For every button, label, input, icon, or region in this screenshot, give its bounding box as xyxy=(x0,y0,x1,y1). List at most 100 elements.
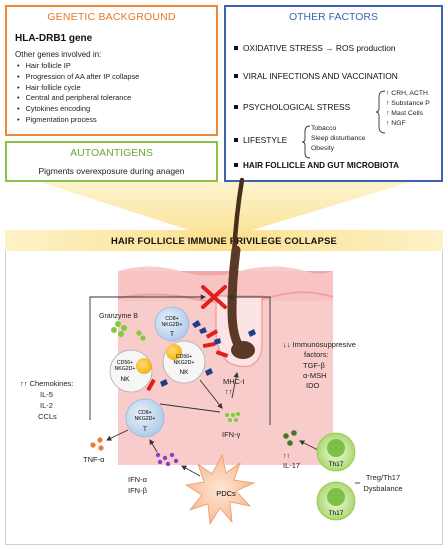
microbiota-row: HAIR FOLLICLE AND GUT MICROBIOTA xyxy=(234,161,399,170)
autoantigens-box: AUTOANTIGENS Pigments overexposure durin… xyxy=(5,141,218,182)
il17-granules-icon xyxy=(283,430,297,446)
chemokine-item: IL-2 xyxy=(40,401,53,410)
svg-text:CD8+: CD8+ xyxy=(165,316,178,322)
il17-frame-line xyxy=(226,294,271,425)
svg-text:PDCs: PDCs xyxy=(216,489,236,498)
genetic-list-item: Progression of AA after IP collapse xyxy=(17,72,140,83)
other-factors-box: OTHER FACTORS OXIDATIVE STRESS → ROS pro… xyxy=(224,5,443,182)
genetic-list-item: Pigmentation process xyxy=(17,115,139,126)
tcell-to-ifn-line xyxy=(159,403,221,413)
pdc-cell: PDCs xyxy=(184,453,256,526)
autoantigens-text: Pigments overexposure during anagen xyxy=(38,166,185,176)
il17-label: IL-17 xyxy=(283,461,300,470)
bullet-square-icon xyxy=(234,105,238,109)
ifn-to-tcell-arrow xyxy=(149,439,158,453)
viral-infections-row: VIRAL INFECTIONS AND VACCINATION xyxy=(234,71,398,81)
psychological-stress-row: PSYCHOLOGICAL STRESS xyxy=(234,102,350,112)
hair-shaft xyxy=(231,177,245,258)
cd56-nk-cell-right: CD56+ NKG2D+ NK xyxy=(162,340,206,384)
th17-cell-top: Th17 xyxy=(316,432,356,472)
bullet-square-icon xyxy=(234,163,238,167)
th17-cell-bottom: Th17 xyxy=(316,481,356,521)
oxidative-stress-label: OXIDATIVE STRESS xyxy=(243,43,323,53)
lifestyle-label: LIFESTYLE xyxy=(243,135,288,145)
pathogenesis-frame xyxy=(5,251,443,545)
svg-text:NKG2D+: NKG2D+ xyxy=(135,416,156,422)
bullet-square-icon xyxy=(234,74,238,78)
psych-brace-icon xyxy=(376,90,386,134)
cd8-t-cell-top: CD8+ NKG2D+ T xyxy=(154,306,190,342)
svg-text:CD56+: CD56+ xyxy=(176,354,192,360)
genetic-list-item: Central and peripheral tolerance xyxy=(17,93,139,104)
chemokine-frame-line xyxy=(89,294,207,420)
immune-privilege-collapse-banner: HAIR FOLLICLE IMMUNE PRIVILEGE COLLAPSE xyxy=(5,230,443,251)
hair-bulb xyxy=(231,341,255,359)
other-factors-title: OTHER FACTORS xyxy=(288,11,379,23)
ifn-gamma-label: IFN-γ xyxy=(222,430,241,439)
treg-th17-label: Treg/Th17 xyxy=(366,473,400,482)
nk-to-ifn-arrow xyxy=(199,379,223,409)
immunosuppressive-item: IDO xyxy=(306,381,320,390)
ifn-beta-label: IFN-β xyxy=(128,486,148,495)
il17-arrows: ↑↑ xyxy=(283,453,290,460)
tnf-alpha-granules-icon xyxy=(90,437,104,451)
ifn-gamma-granules-icon xyxy=(225,412,240,422)
hair-in-follicle xyxy=(227,245,245,353)
mhc-i-label: MHC-I xyxy=(223,377,245,386)
cd56-nk-cell-left: CD56+ NKG2D+ NK xyxy=(109,349,153,393)
svg-text:T: T xyxy=(143,426,147,433)
immunosuppressive-title: ↓↓ Immunosuppresive xyxy=(283,340,356,349)
svg-text:T: T xyxy=(170,331,174,338)
bullet-square-icon xyxy=(234,46,238,50)
mhc-i-arrows: ↑↑ xyxy=(225,387,233,396)
lifestyle-item: Sleep disturbance xyxy=(311,135,366,142)
chemokines-title: ↑↑ Chemokines: xyxy=(20,379,73,388)
immunosuppressive-title-2: factors: xyxy=(304,350,329,359)
svg-text:NK: NK xyxy=(120,376,130,383)
ifn-alpha-beta-granules-icon xyxy=(155,452,179,467)
autoantigens-title: AUTOANTIGENS xyxy=(70,147,153,159)
svg-text:Th17: Th17 xyxy=(329,510,344,517)
svg-text:CD8+: CD8+ xyxy=(138,410,151,416)
dysbalance-label: Dysbalance xyxy=(363,484,402,493)
mhc-arrow xyxy=(231,371,239,399)
th17-to-il17-arrow xyxy=(299,440,319,451)
psych-item: ↑ CRH, ACTH xyxy=(386,90,428,97)
genetic-list: Hair follicle IP Progression of AA after… xyxy=(17,61,140,126)
genetic-list-item: Hair follicle cycle xyxy=(17,83,139,94)
lifestyle-item: Tobacco xyxy=(311,125,337,132)
chemokine-item: CCLs xyxy=(38,412,57,421)
svg-text:NKG2D+: NKG2D+ xyxy=(162,322,183,328)
immunosuppressive-item: TGF-β xyxy=(303,361,325,370)
granzyme-granules-icon xyxy=(111,321,146,341)
genetic-background-title: GENETIC BACKGROUND xyxy=(47,11,176,23)
psych-item: ↑ NGF xyxy=(386,120,406,127)
tnf-alpha-label: TNF-α xyxy=(83,455,105,464)
cd8-t-cell-bottom: CD8+ NKG2D+ T xyxy=(125,398,165,438)
pdc-to-ifn-arrow xyxy=(181,465,201,477)
svg-text:NK: NK xyxy=(179,369,189,376)
immunosuppressive-item: α-MSH xyxy=(303,371,327,380)
svg-text:Th17: Th17 xyxy=(329,461,344,468)
viral-infections-label: VIRAL INFECTIONS AND VACCINATION xyxy=(243,71,398,81)
psych-item: ↑ Substance P xyxy=(386,100,430,107)
psychological-stress-label: PSYCHOLOGICAL STRESS xyxy=(243,102,351,112)
bullet-square-icon xyxy=(234,138,238,142)
lifestyle-brace-icon xyxy=(302,125,311,159)
svg-text:NKG2D+: NKG2D+ xyxy=(115,366,136,372)
glow-funnel xyxy=(40,182,410,232)
genetic-list-item: Cytokines encoding xyxy=(17,104,139,115)
ros-production-label: ROS production xyxy=(335,43,396,53)
collapse-cross-icon xyxy=(201,285,227,309)
svg-text:CD56+: CD56+ xyxy=(117,360,133,366)
lifestyle-item: Obesity xyxy=(311,145,335,152)
right-arrow-icon: → xyxy=(325,43,334,53)
genetic-list-item: Hair follicle IP xyxy=(17,61,139,72)
microbiota-label: HAIR FOLLICLE AND GUT MICROBIOTA xyxy=(243,161,400,170)
genetic-background-box: GENETIC BACKGROUND HLA-DRB1 gene Other g… xyxy=(5,5,218,136)
ifn-alpha-label: IFN-α xyxy=(128,475,148,484)
oxidative-stress-row: OXIDATIVE STRESS → ROS production xyxy=(234,43,396,53)
hla-gene-label: HLA-DRB1 gene xyxy=(15,33,93,44)
